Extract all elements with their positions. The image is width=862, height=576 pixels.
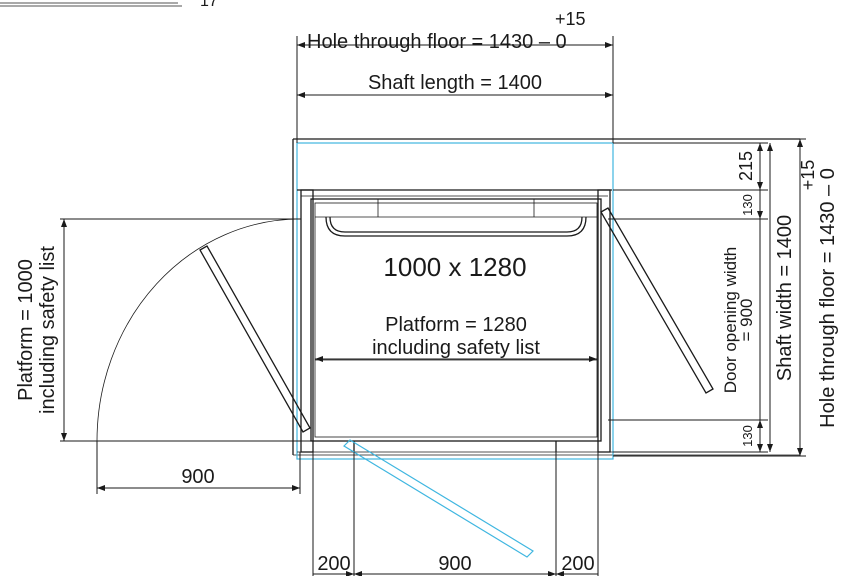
shaft-length-label: Shaft length = 1400 xyxy=(368,72,542,94)
shaft-width-label: Shaft width = 1400 xyxy=(774,215,796,381)
platform-labels: 1000 x 1280 Platform = 1280 including sa… xyxy=(315,252,597,362)
platform-width-sublabel: including safety list xyxy=(37,246,59,414)
platform-length-label: Platform = 1280 xyxy=(385,314,527,336)
shaft-outline xyxy=(292,138,800,460)
bottom-dimensions: 200 900 200 xyxy=(312,452,599,576)
platform-width-label: Platform = 1000 xyxy=(15,259,37,401)
bottom-door xyxy=(343,439,534,558)
left-door xyxy=(96,218,311,442)
bottom-left-200-label: 200 xyxy=(317,553,350,575)
left-dimensions: Platform = 1000 including safety list 90… xyxy=(15,218,311,494)
hole-floor-top-tolerance: +15 xyxy=(555,9,586,29)
dim-130-top-label: 130 xyxy=(740,194,755,216)
door-opening-label: Door opening width xyxy=(721,247,740,393)
top-dimensions: +15 Hole through floor = 1430 – 0 Shaft … xyxy=(296,9,614,143)
right-dimensions: 215 130 130 Door opening width = 900 Sha… xyxy=(608,138,839,457)
right-door xyxy=(600,207,714,394)
hole-floor-top-label: Hole through floor = 1430 – 0 xyxy=(307,31,567,53)
bottom-door-width-label: 900 xyxy=(438,553,471,575)
bottom-right-200-label: 200 xyxy=(561,553,594,575)
shaft-cyan-outline xyxy=(296,142,614,460)
handrail xyxy=(315,199,597,361)
left-door-width-label: 900 xyxy=(181,466,214,488)
platform-outline xyxy=(310,198,602,442)
hole-floor-right-label: Hole through floor = 1430 – 0 xyxy=(817,168,839,428)
platform-length-sublabel: including safety list xyxy=(372,337,540,359)
door-opening-sublabel: = 900 xyxy=(737,298,756,341)
dim-215-label: 215 xyxy=(736,151,756,181)
corner-fragment: 17 xyxy=(0,0,218,10)
platform-size-label: 1000 x 1280 xyxy=(383,252,526,282)
dim-130-bottom-label: 130 xyxy=(740,425,755,447)
hole-floor-right-tolerance: +15 xyxy=(798,160,818,191)
corner-fragment-text: 17 xyxy=(200,0,218,10)
